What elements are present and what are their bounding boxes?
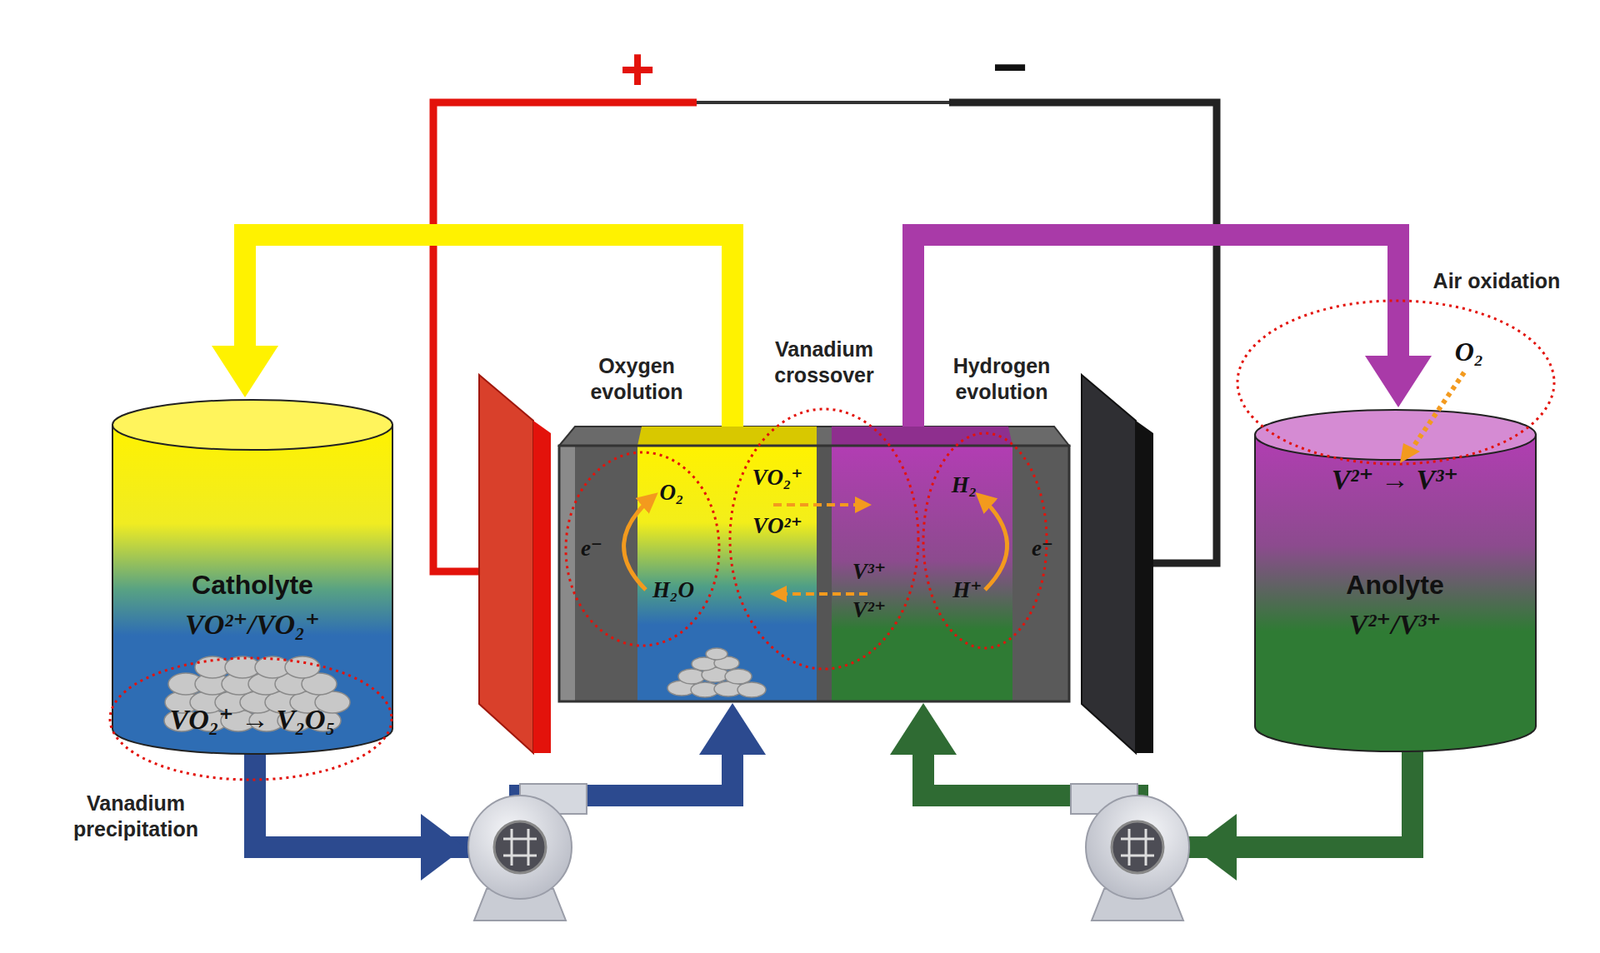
chemical-formula: V²⁺: [852, 596, 886, 624]
positive-electrode: [479, 375, 551, 754]
process-label: Hydrogen evolution: [939, 353, 1065, 406]
process-label: Vanadium precipitation: [52, 790, 220, 844]
chemical-formula: H⁺: [952, 576, 982, 604]
tank-body: [112, 425, 393, 755]
pipe-line: [245, 235, 733, 427]
electron-label: e⁻: [580, 535, 603, 562]
precipitate-particles: [667, 648, 766, 698]
chemical-formula: O₂: [660, 480, 685, 506]
tank-name: Catholyte: [191, 570, 314, 601]
catholyte-tank: CatholyteVO²⁺/VO₂⁺ VO₂⁺ → V₂O₅: [112, 400, 393, 755]
chemical-formula: VO²⁺: [752, 512, 803, 540]
chemical-formula: V²⁺ → V³⁺: [1331, 462, 1460, 496]
chemical-formula: H₂O: [652, 577, 695, 604]
anolyte-tank: V²⁺ → V³⁺ AnolyteV²⁺/V³⁺: [1255, 410, 1536, 752]
pump: [1070, 784, 1190, 921]
tank-top: [112, 400, 393, 450]
pipe-arrowhead: [1365, 355, 1432, 408]
cell-body: [559, 426, 1070, 702]
pipe-heads: [890, 703, 957, 755]
pipe-heads: [1365, 355, 1432, 408]
highlight-ellipses: [565, 409, 1047, 670]
polarity-sign: +: [620, 39, 655, 100]
pipe-arrowhead: [211, 345, 279, 398]
negative-electrode: [1081, 375, 1154, 754]
chemical-formula: O₂: [1455, 336, 1484, 368]
electron-arrows: [624, 496, 1008, 590]
electrolyte-pipe: [211, 235, 733, 427]
polarity-sign: −: [992, 36, 1028, 97]
process-label: Vanadium crossover: [761, 336, 887, 390]
highlight-ellipse: [1237, 300, 1555, 465]
pipe-heads: [211, 345, 279, 398]
pipe-arrowhead: [890, 703, 957, 755]
load-wire: [696, 100, 950, 105]
pipe-arrowhead: [699, 703, 766, 755]
tank-name: Anolyte: [1345, 570, 1444, 601]
chemical-formula: V³⁺: [852, 558, 886, 585]
pump-inlet-arrow: [420, 814, 465, 881]
chemical-formula: H₂: [951, 472, 977, 499]
oxygen-arrowhead: [1400, 443, 1420, 464]
chemical-formula: VO₂⁺: [751, 464, 803, 491]
highlight-ellipse: [110, 658, 392, 780]
chemical-formula: VO²⁺/VO₂⁺: [185, 607, 320, 641]
oxygen-arrow: [1410, 372, 1465, 452]
process-label: Air oxidation: [1433, 268, 1561, 295]
electron-label: e⁻: [1031, 535, 1054, 562]
pipe-heads: [699, 703, 766, 755]
pump-inlet-arrow: [1192, 814, 1237, 881]
pump: [468, 784, 587, 921]
tank-top: [1255, 410, 1536, 460]
positive-half-cell: O₂ H₂O VO₂⁺ VO²⁺: [637, 445, 817, 702]
chemical-formula: VO₂⁺ → V₂O₅: [170, 702, 336, 736]
negative-half-cell: V³⁺ V²⁺ H₂ H⁺: [831, 445, 1013, 702]
tank-body: [1255, 435, 1536, 752]
process-label: Oxygen evolution: [574, 353, 700, 406]
pipe-line: [913, 235, 1399, 427]
electrolyte-pipe: [913, 235, 1432, 427]
chemical-formula: V²⁺/V³⁺: [1348, 607, 1441, 641]
